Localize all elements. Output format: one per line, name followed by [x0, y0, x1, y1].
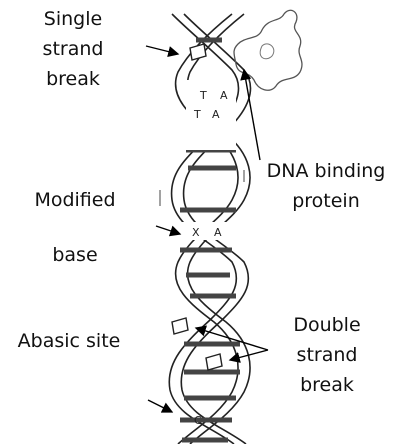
- arrow-abasic-site: [148, 400, 172, 412]
- label-dna-binding-protein: DNA binding protein: [252, 156, 400, 216]
- base-letter-a-2: A: [212, 108, 220, 121]
- label-abasic-site: Abasic site: [4, 326, 134, 356]
- single-strand-break-mark: [190, 44, 206, 60]
- arrow-single-strand-break: [146, 46, 178, 54]
- base-letter-t-2: T: [193, 108, 201, 121]
- base-letter-a-1: A: [220, 89, 228, 102]
- arrow-double-strand-break-1: [196, 328, 268, 350]
- label-single-strand-break: Single strand break: [18, 4, 128, 94]
- label-modified-base-cont: base: [10, 240, 140, 270]
- base-letter-x: X: [192, 226, 200, 239]
- label-double-strand-break: Double strand break: [272, 310, 382, 400]
- base-letter-c: C: [194, 414, 202, 427]
- base-letter-t-1: T: [199, 89, 207, 102]
- label-modified-base: Modified: [10, 185, 140, 215]
- arrow-dna-binding-protein: [244, 70, 260, 160]
- dna-binding-protein-shape: [234, 10, 302, 90]
- base-letter-a-3: A: [214, 226, 222, 239]
